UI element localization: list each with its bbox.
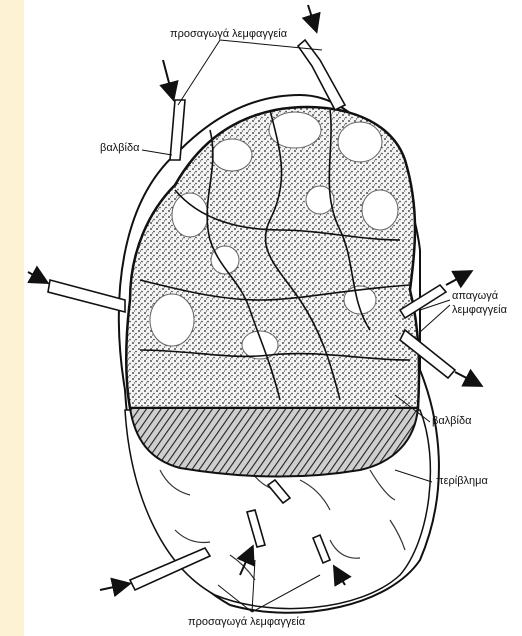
label-afferent-top: προσαγωγά λεμφαγγεία [170,28,287,40]
label-valve-right: βαλβίδα [432,415,471,427]
label-capsule: περίβλημα [436,475,488,487]
label-afferent-bottom: προσαγωγά λεμφαγγεία [188,616,305,628]
label-efferent-line2: λεμφαγγεία [452,304,507,316]
label-valve-top: βαλβίδα [100,142,139,154]
label-efferent-line1: απαγωγά [452,290,498,302]
afferent-vessel-left [48,280,125,312]
medulla-band [130,408,418,477]
